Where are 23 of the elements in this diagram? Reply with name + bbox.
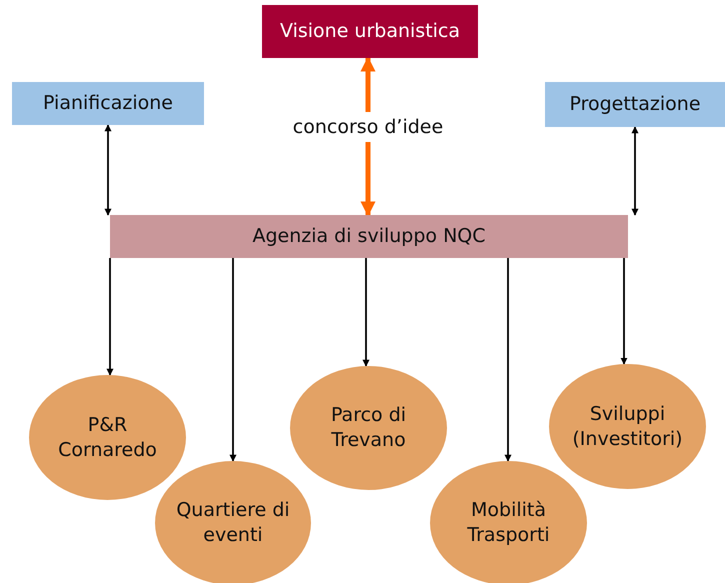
agency-box xyxy=(110,215,628,258)
arrow xyxy=(504,258,512,462)
node-label: Mobilità Trasporti xyxy=(466,498,551,548)
node-label: Quartiere di eventi xyxy=(175,498,291,548)
concourse-label: concorso d’idee xyxy=(292,114,444,140)
title-box xyxy=(262,5,478,58)
node-label: Pianificazione xyxy=(43,91,173,116)
arrow xyxy=(360,56,376,112)
node-label: P&R Cornaredo xyxy=(57,412,158,462)
arrow xyxy=(104,124,112,216)
arrow xyxy=(360,142,376,216)
arrow xyxy=(620,258,628,365)
node-label: Progettazione xyxy=(569,92,701,117)
node-label: Sviluppi (Investitori) xyxy=(571,402,684,452)
node-label: Parco di Trevano xyxy=(330,403,408,453)
node-label: Agenzia di sviluppo NQC xyxy=(252,224,486,249)
process-box xyxy=(12,82,204,125)
arrow xyxy=(106,258,114,376)
arrow xyxy=(230,258,236,462)
node-label: Visione urbanistica xyxy=(280,19,460,44)
process-box xyxy=(545,82,725,127)
arrow xyxy=(632,126,638,216)
arrow xyxy=(362,258,370,367)
